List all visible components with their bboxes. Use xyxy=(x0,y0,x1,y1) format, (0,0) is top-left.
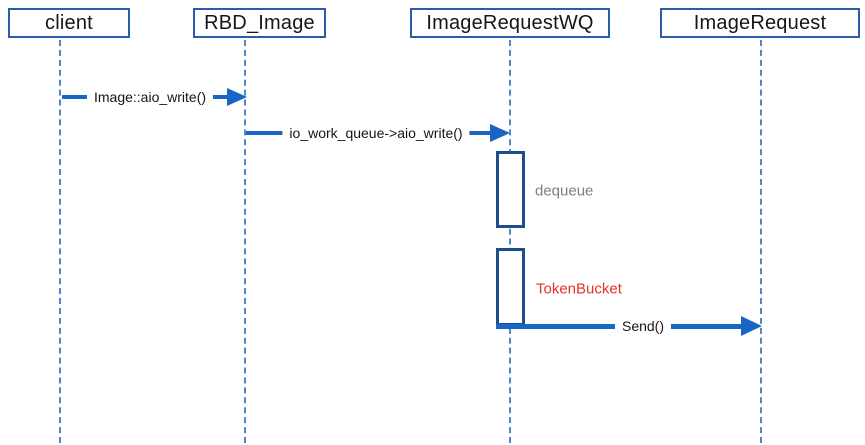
activation-box-dequeue xyxy=(496,151,525,228)
message-label-aio-write: Image::aio_write() xyxy=(86,88,214,106)
activation-box-tokenbucket xyxy=(496,248,525,326)
lifeline-header-client: client xyxy=(8,8,130,38)
lifeline-header-rbd-image: RBD_Image xyxy=(193,8,326,38)
note-tokenbucket: TokenBucket xyxy=(536,280,622,298)
lifeline-rbd-image xyxy=(244,40,246,443)
message-label-send: Send() xyxy=(614,317,672,335)
message-label-io-work-queue: io_work_queue->aio_write() xyxy=(282,124,470,142)
arrow-head-icon xyxy=(741,316,762,336)
lifeline-imagerequestwq xyxy=(509,40,511,443)
lifeline-header-imagerequestwq: ImageRequestWQ xyxy=(410,8,610,38)
lifeline-imagerequest xyxy=(760,40,762,443)
arrow-head-icon xyxy=(227,88,247,106)
lifeline-header-imagerequest: ImageRequest xyxy=(660,8,860,38)
lifeline-client xyxy=(59,40,61,443)
arrow-head-icon xyxy=(490,124,510,142)
note-dequeue: dequeue xyxy=(535,182,594,200)
